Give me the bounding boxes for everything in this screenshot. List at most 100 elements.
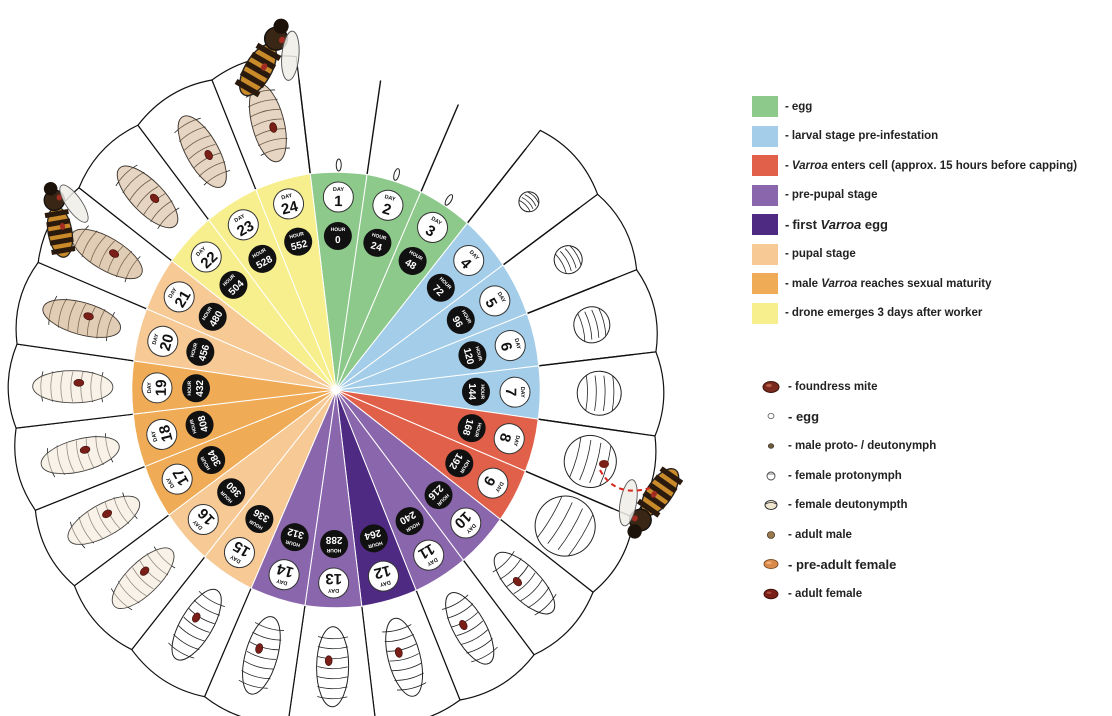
mite-legend-item: - pre-adult female [760,550,1090,580]
brood-sketch [492,550,557,616]
legend-label-male-mature: reaches sexual maturity [860,277,992,290]
cell-divider-line [538,353,634,367]
larval-swatch [752,125,778,147]
brood-sketch [382,617,427,697]
brood-sketch [534,495,596,557]
day-number: 24 [279,198,300,219]
brood-sketch [174,115,231,188]
brood-sketch [441,592,498,665]
mite-legend-item: - foundress mite [760,372,1090,402]
foundress-mite [459,620,468,631]
hour-number: 168 [460,417,475,436]
hour-word: HOUR [367,539,383,549]
cell-divider-line [466,148,527,224]
day-word: DAY [281,193,294,202]
legend-item-first-egg: -first Varroa egg [752,210,1102,240]
brood-sketch [110,546,176,611]
first-egg-swatch [752,214,778,236]
mite-label: adult female [795,587,863,600]
foundress-mite [255,643,264,654]
day-word: DAY [384,194,397,203]
day-number: 21 [171,288,194,311]
cell-divider-line [525,470,613,510]
day-number: 11 [415,540,437,563]
brood-sketch [32,370,114,404]
day-number: 19 [153,379,170,396]
bee-egg [444,194,454,206]
foundress-mite [269,122,278,133]
brood-sketch [573,306,611,344]
hour-word: HOUR [479,384,485,399]
pre-adult-female-icon [763,559,779,570]
legend-male-prefix: male [791,277,819,290]
mite-label: female protonymph [795,469,902,482]
mite-label: egg [795,408,820,424]
day-word: DAY [276,577,289,586]
day-word: DAY [430,216,443,227]
brood-sketch [245,83,290,163]
day-word: DAY [519,387,525,399]
hour-number: 48 [403,257,419,272]
legend-label-larval: larval stage pre-infestation [791,130,939,143]
hour-word: HOUR [371,232,387,242]
hour-word: HOUR [285,538,301,548]
day-word: DAY [152,333,161,346]
foundress-mite [324,655,333,666]
brood-sketch [115,164,180,230]
male-mature-swatch [752,273,778,295]
day-word: DAY [511,434,520,447]
hour-number: 552 [290,239,309,254]
hour-word: HOUR [187,380,193,395]
hour-number: 24 [369,240,383,254]
bee-egg [335,158,342,172]
adult-female-icon [763,588,779,600]
mite-label: adult male [795,528,852,541]
bee-right [618,466,684,539]
day-number: 15 [230,537,253,560]
legend-label-egg: egg [791,100,813,113]
foundress-mite [394,647,403,658]
mite-legend-item: - male proto- / deutonymph [760,431,1090,461]
brood-sketch [553,245,583,275]
day-word: DAY [234,213,247,224]
brood-sketch [238,616,284,695]
foundress-mite [204,149,213,160]
hour-number: 0 [335,235,341,246]
hour-number: 312 [286,525,305,540]
mite-path-arrow [599,469,651,492]
day-number: 20 [157,332,178,353]
hour-number: 120 [461,347,476,366]
cell-divider-line [538,418,633,434]
legend-item-drone: -drone emerges 3 days after worker [752,299,1102,329]
hour-word: HOUR [189,418,199,434]
legend-item-prepupal: -pre-pupal stage [752,181,1102,211]
hour-number: 144 [466,383,477,400]
male-nymph-icon [767,443,775,449]
legend-item-pupal: -pupal stage [752,240,1102,270]
legend-label-pupal: pupal stage [791,248,856,261]
